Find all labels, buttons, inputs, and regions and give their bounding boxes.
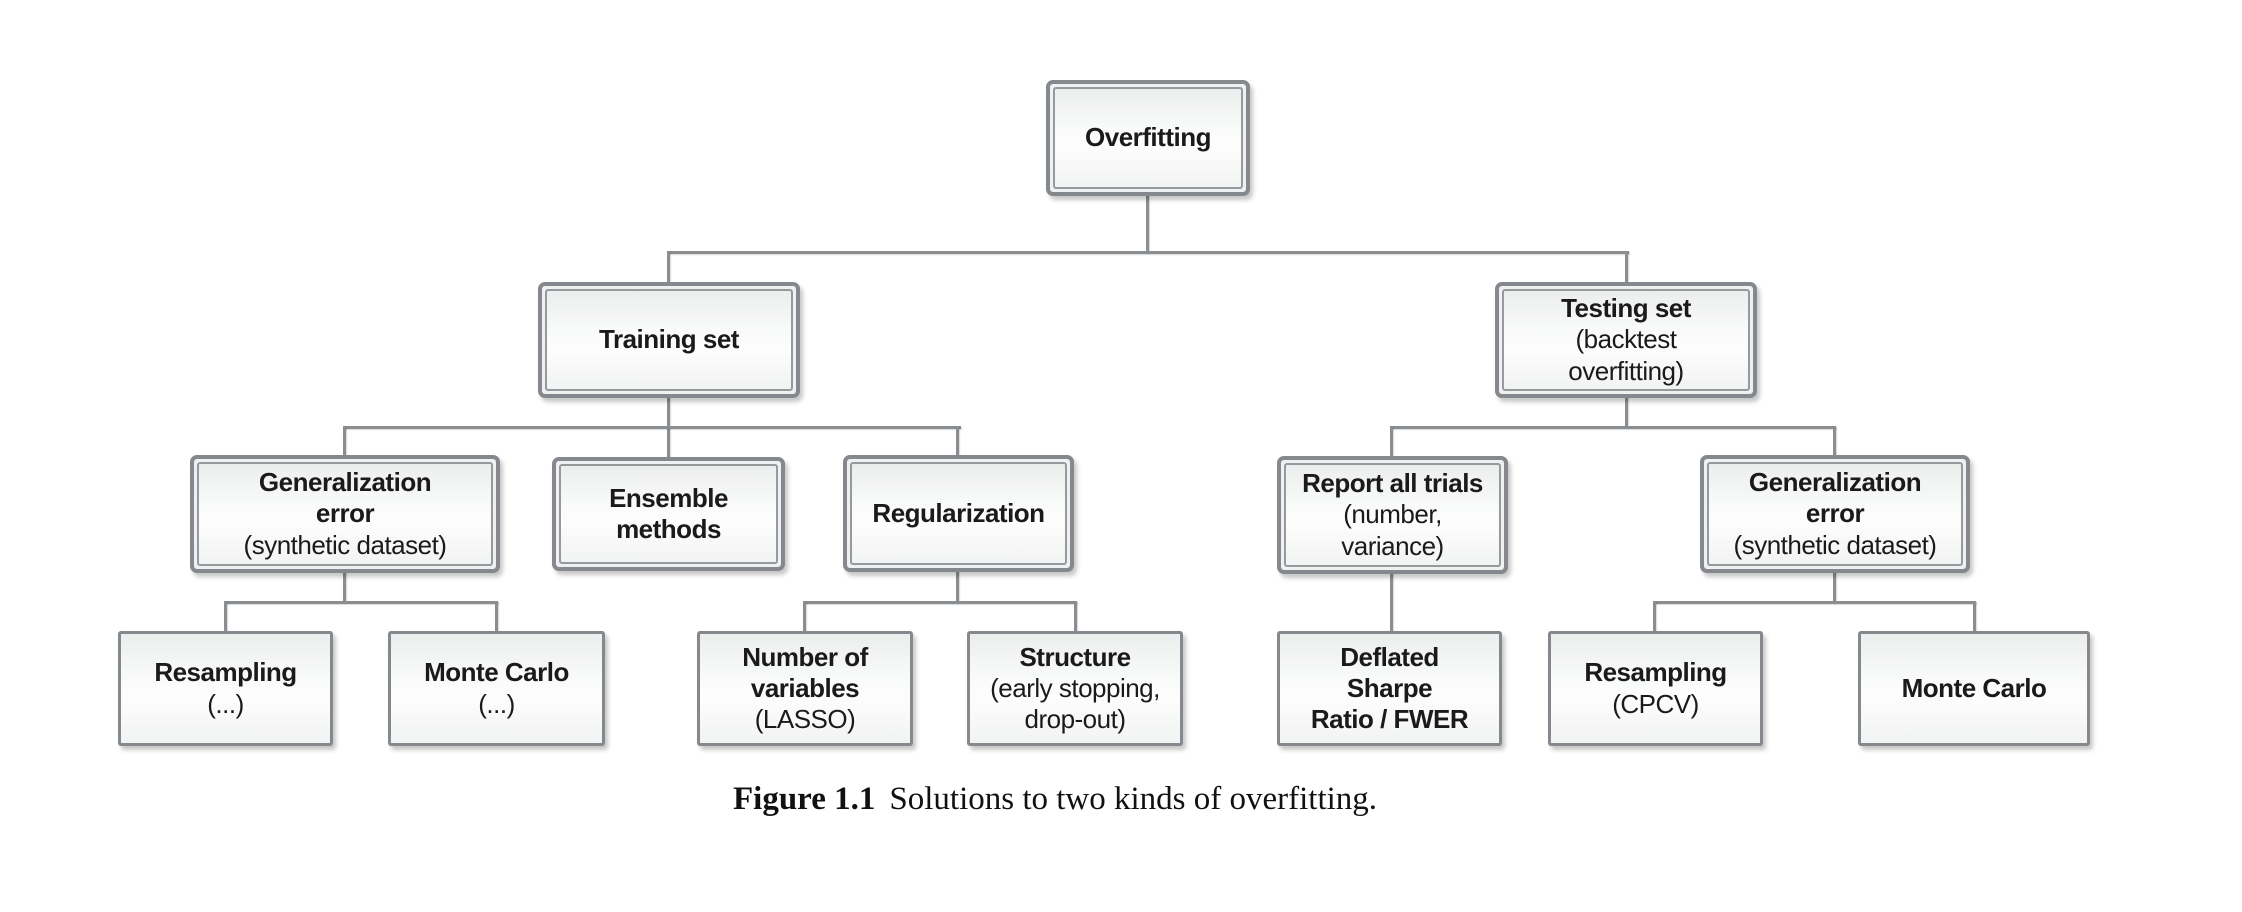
node-ensemble-methods: Ensemble methods [552, 457, 785, 571]
node-frame: Testing set (backtest overfitting) [1502, 289, 1750, 391]
connector-level1-hbar [667, 251, 1629, 254]
node-subtitle: (CPCV) [1612, 688, 1699, 719]
connector-report-to-deflated-sharpe [1390, 572, 1393, 631]
node-frame: Generalization error (synthetic dataset) [1707, 462, 1963, 566]
node-monte-carlo-testing: Monte Carlo [1858, 631, 2090, 746]
node-number-of-variables: Number of variables (LASSO) [697, 631, 913, 746]
node-regularization: Regularization [843, 455, 1074, 572]
figure-caption: Figure 1.1 Solutions to two kinds of over… [733, 781, 1377, 818]
node-generalization-error-training: Generalization error (synthetic dataset) [190, 455, 500, 573]
node-title: Resampling [1584, 657, 1727, 688]
connector-training-hbar [343, 426, 961, 429]
node-frame: Structure (early stopping, drop-out) [970, 634, 1180, 743]
node-frame: Ensemble methods [559, 464, 778, 564]
connector-structure-up [1074, 601, 1077, 631]
node-title: Overfitting [1085, 122, 1211, 153]
connector-generalization-error-training-down [343, 571, 346, 603]
node-frame: Resampling (CPCV) [1551, 634, 1760, 743]
node-title: Training set [599, 324, 739, 355]
connector-monte-carlo-training-up [495, 601, 498, 631]
connector-generalization-error-testing-up [1833, 426, 1836, 455]
node-overfitting: Overfitting [1046, 80, 1250, 196]
node-subtitle: (synthetic dataset) [1733, 529, 1937, 560]
node-structure: Structure (early stopping, drop-out) [967, 631, 1183, 746]
node-testing-set: Testing set (backtest overfitting) [1495, 282, 1757, 398]
node-title: Structure [1019, 641, 1131, 672]
node-subtitle: (...) [207, 688, 244, 719]
connector-resampling-training-up [224, 601, 227, 631]
node-frame: Resampling (...) [121, 634, 330, 743]
connector-regularization-up [956, 426, 959, 455]
node-title: Generalization error [1748, 467, 1922, 529]
node-title: Testing set [1561, 293, 1691, 324]
node-generalization-error-testing: Generalization error (synthetic dataset) [1700, 455, 1970, 573]
node-frame: Report all trials (number, variance) [1284, 463, 1501, 567]
node-subtitle: (LASSO) [754, 704, 856, 735]
connector-overfitting-down [1146, 194, 1149, 253]
connector-report-all-trials-up [1390, 426, 1393, 456]
connector-regularization-down [956, 571, 959, 603]
node-frame: Monte Carlo [1861, 634, 2087, 743]
node-training-set: Training set [538, 282, 800, 398]
node-report-all-trials: Report all trials (number, variance) [1277, 456, 1508, 574]
node-subtitle: (...) [478, 688, 515, 719]
node-title: Ensemble methods [609, 482, 728, 544]
node-title: Generalization error [258, 467, 432, 529]
node-title: Number of variables [742, 641, 868, 703]
node-title: Resampling [154, 657, 297, 688]
node-deflated-sharpe-ratio: Deflated Sharpe Ratio / FWER [1277, 631, 1502, 746]
node-frame: Overfitting [1053, 87, 1243, 189]
connector-generalization-error-training-up [343, 426, 346, 455]
node-resampling-cpcv: Resampling (CPCV) [1548, 631, 1763, 746]
figure-caption-label: Figure 1.1 [733, 781, 876, 817]
connector-number-of-variables-up [803, 601, 806, 631]
node-frame: Training set [545, 289, 793, 391]
connector-testing-set-down [1625, 396, 1628, 428]
node-subtitle: (synthetic dataset) [243, 529, 447, 560]
node-title: Report all trials [1302, 468, 1483, 499]
connector-training-set-up [667, 251, 670, 282]
connector-testing-set-up [1625, 251, 1628, 282]
connector-testing-hbar [1390, 426, 1836, 429]
node-title: Monte Carlo [1901, 672, 2047, 703]
connector-generalization-training-hbar [224, 601, 498, 604]
connector-resampling-cpcv-up [1653, 601, 1656, 631]
node-subtitle: (backtest overfitting) [1568, 324, 1684, 386]
node-subtitle: (number, variance) [1341, 499, 1444, 561]
node-title: Deflated Sharpe Ratio / FWER [1310, 641, 1469, 735]
connector-generalization-testing-hbar [1653, 601, 1976, 604]
node-frame: Number of variables (LASSO) [700, 634, 910, 743]
node-monte-carlo-training: Monte Carlo (...) [388, 631, 605, 746]
node-frame: Deflated Sharpe Ratio / FWER [1280, 634, 1499, 743]
node-frame: Monte Carlo (...) [391, 634, 602, 743]
figure-caption-text: Solutions to two kinds of overfitting. [889, 781, 1378, 817]
node-frame: Regularization [850, 462, 1067, 565]
connector-regularization-hbar [803, 601, 1077, 604]
node-frame: Generalization error (synthetic dataset) [197, 462, 493, 566]
connector-monte-carlo-testing-up [1973, 601, 1976, 631]
node-subtitle: (early stopping, drop-out) [990, 672, 1160, 735]
node-resampling-training: Resampling (...) [118, 631, 333, 746]
connector-generalization-error-testing-down [1833, 571, 1836, 603]
node-title: Regularization [872, 497, 1045, 528]
node-title: Monte Carlo [424, 657, 569, 688]
